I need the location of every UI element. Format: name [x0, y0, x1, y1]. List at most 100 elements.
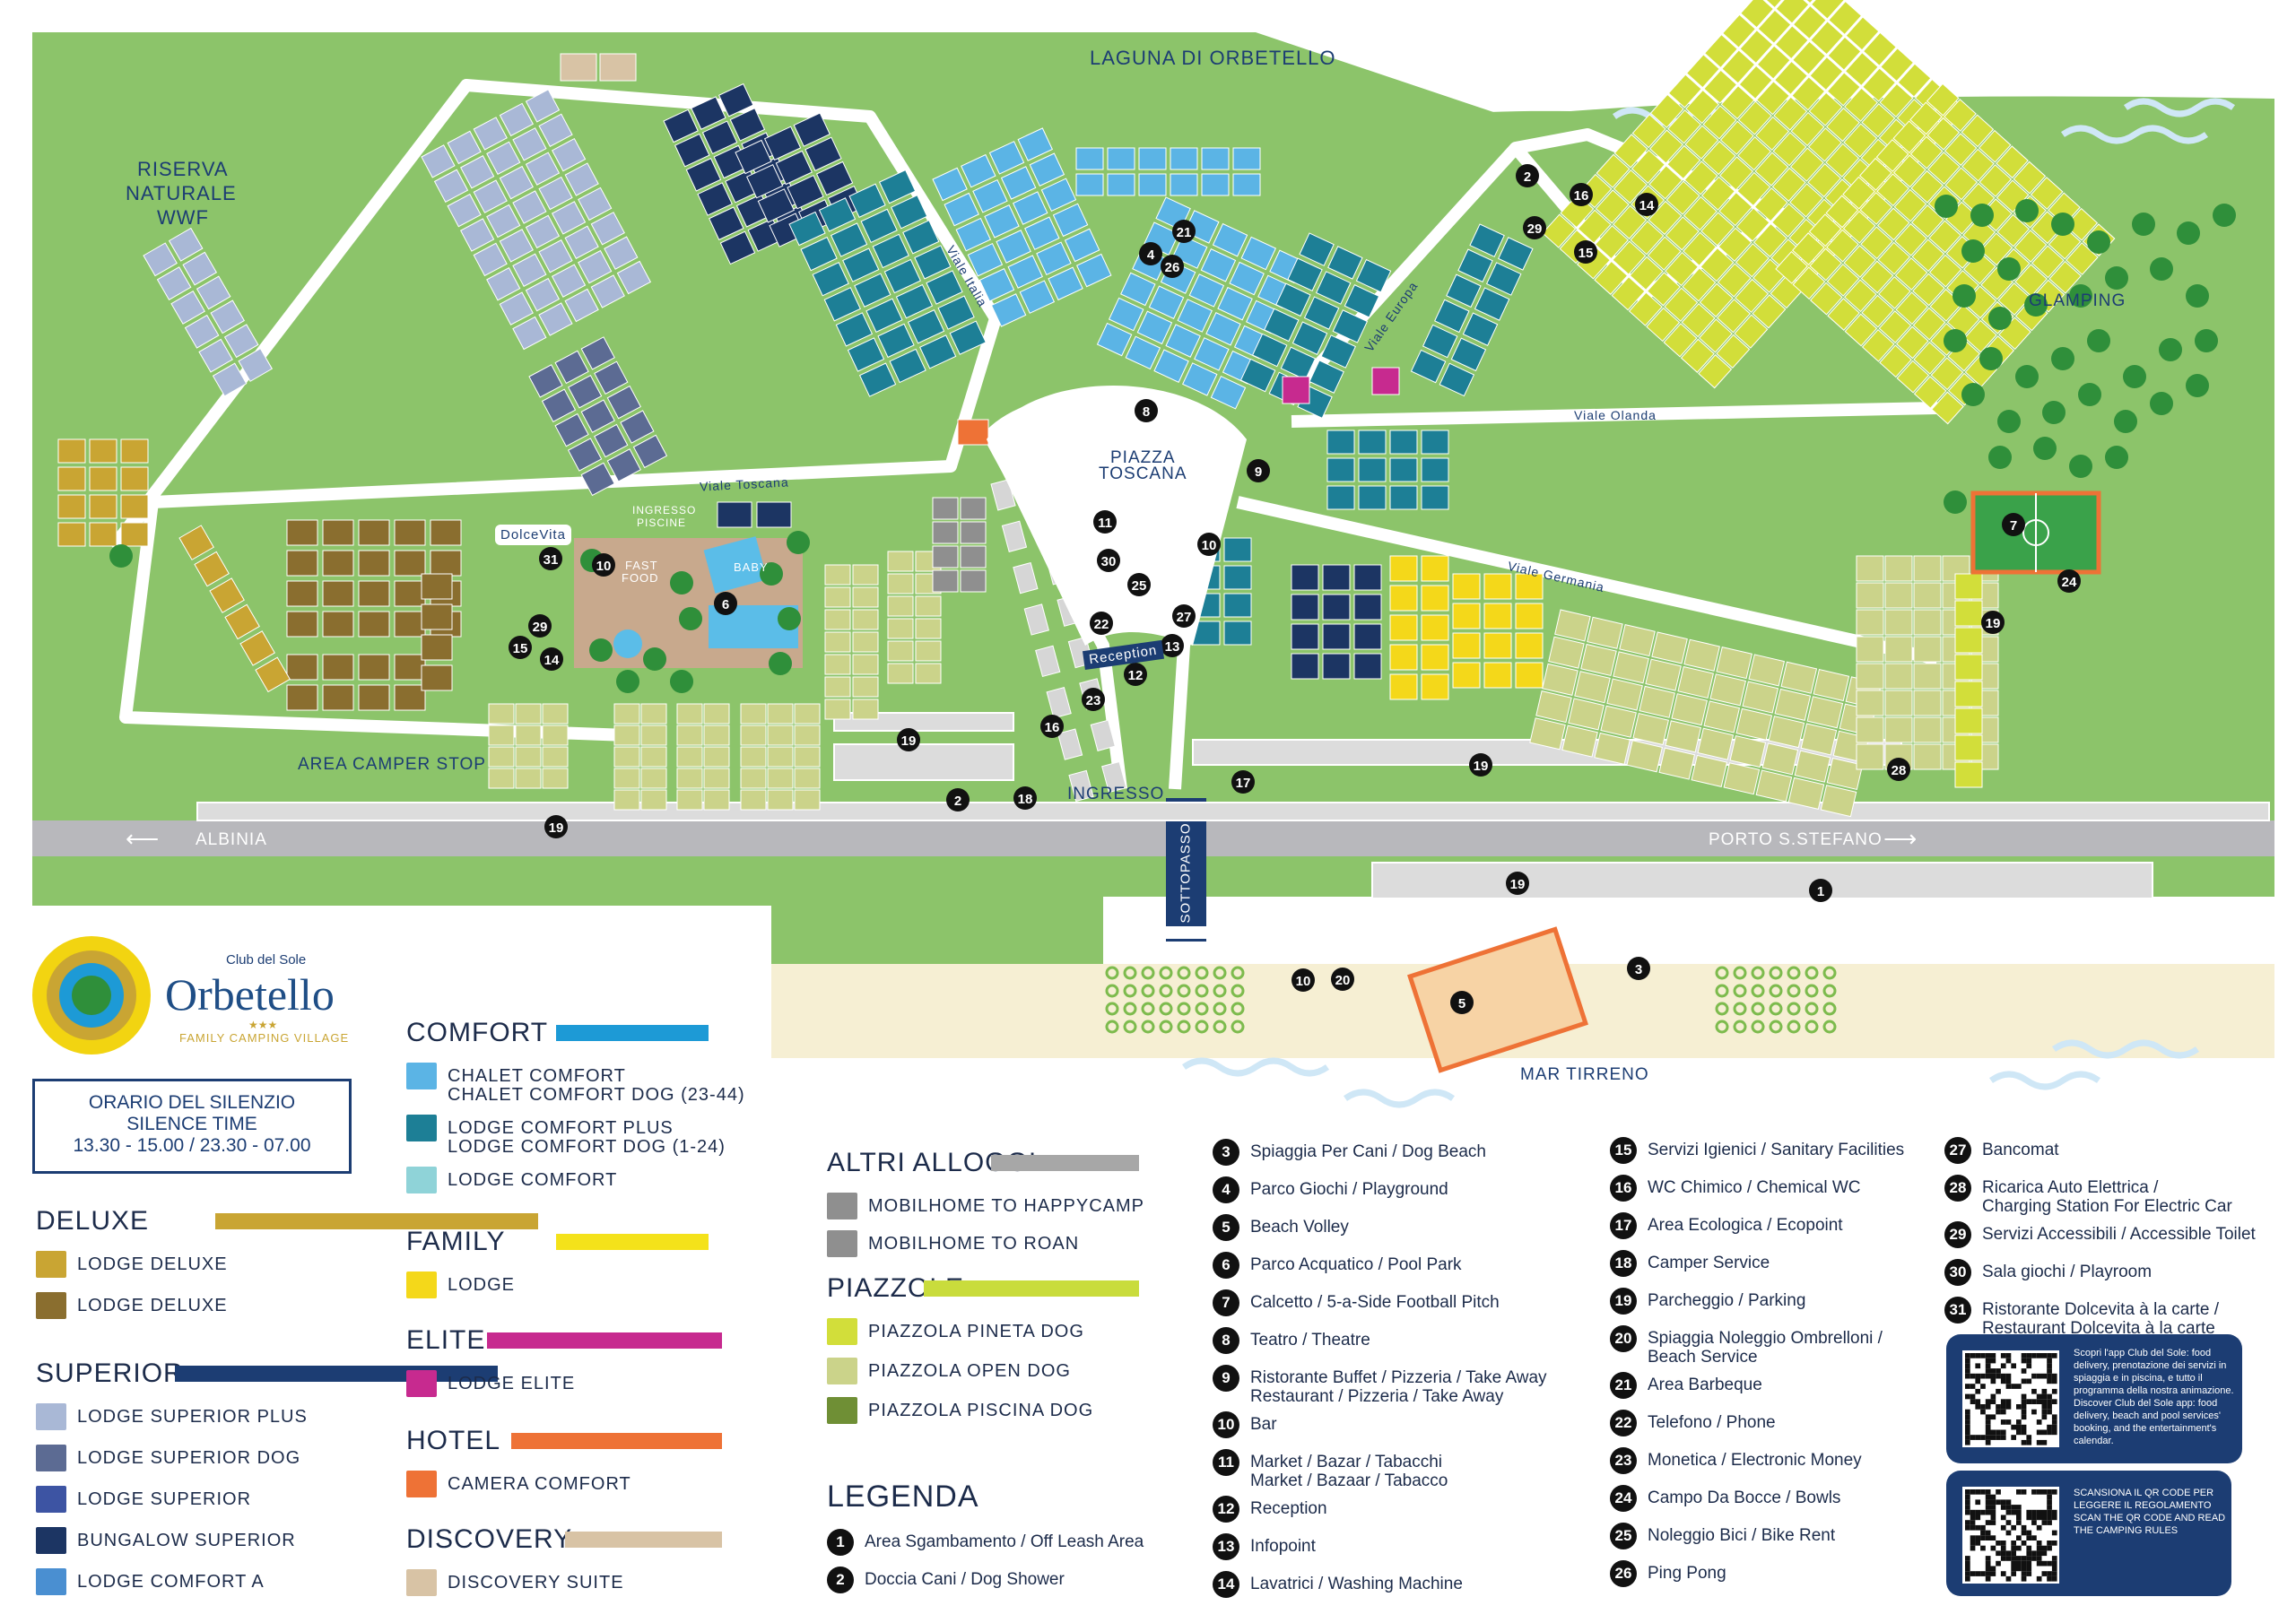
- unit-block: [685, 158, 722, 192]
- poi-marker-21[interactable]: 21: [1172, 220, 1196, 243]
- tree: [2069, 284, 2092, 308]
- poi-marker-11[interactable]: 11: [1093, 510, 1117, 534]
- poi-marker-8[interactable]: 8: [1135, 399, 1158, 422]
- category-bar-deluxe: [215, 1213, 538, 1229]
- unit-block: [473, 117, 508, 151]
- category-title-hotel: HOTEL: [406, 1426, 501, 1455]
- qr-code-rules[interactable]: [1962, 1487, 2059, 1584]
- poi-marker-26[interactable]: 26: [1161, 255, 1184, 278]
- unit-block: [1860, 260, 1894, 294]
- unit-block: [170, 291, 205, 325]
- svg-text:7: 7: [2010, 518, 2017, 534]
- qr-code-app[interactable]: [1962, 1350, 2059, 1447]
- ingresso-label: INGRESSO: [1067, 785, 1165, 803]
- unit-block: [1913, 690, 1942, 716]
- poi-marker-2[interactable]: 2: [946, 788, 970, 812]
- poi-marker-19[interactable]: 19: [544, 815, 568, 838]
- unit-block: [488, 725, 515, 746]
- poi-marker-22[interactable]: 22: [1090, 612, 1113, 635]
- unit-block: [1200, 248, 1237, 282]
- unit-block: [433, 169, 469, 204]
- unit-block: [676, 746, 703, 768]
- unit-block: [1719, 120, 1754, 155]
- poi-marker-10[interactable]: 10: [1292, 968, 1315, 992]
- poi-marker-13[interactable]: 13: [1161, 634, 1184, 657]
- laguna-label: LAGUNA DI ORBETELLO: [1090, 47, 1336, 69]
- unit-block: [1758, 0, 1793, 9]
- poi-marker-19[interactable]: 19: [1981, 611, 2005, 634]
- poi-marker-30[interactable]: 30: [1097, 549, 1120, 572]
- poi-marker-14[interactable]: 14: [1635, 193, 1658, 216]
- poi-marker-12[interactable]: 12: [1124, 663, 1147, 686]
- poi-marker-16[interactable]: 16: [1040, 715, 1064, 738]
- unit-block: [120, 438, 149, 464]
- poi-marker-3[interactable]: 3: [1627, 957, 1650, 980]
- beach-umbrella: [1231, 966, 1245, 980]
- poi-marker-2[interactable]: 2: [1516, 164, 1539, 187]
- poi-marker-19[interactable]: 19: [897, 728, 920, 751]
- unit-block: [1023, 603, 1049, 636]
- unit-block: [1068, 769, 1094, 803]
- unit-block: [1322, 594, 1351, 621]
- svg-text:15: 15: [513, 641, 528, 656]
- fast-food-label-2: FOOD: [622, 571, 659, 585]
- unit-block: [640, 725, 667, 746]
- unit-block: [852, 631, 879, 653]
- poi-marker-29[interactable]: 29: [1523, 216, 1546, 239]
- unit-block: [960, 521, 987, 544]
- unit-block: [394, 580, 426, 607]
- beach-umbrella: [1805, 984, 1819, 998]
- poi-marker-18[interactable]: 18: [1013, 786, 1037, 810]
- unit-block: [1626, 740, 1663, 773]
- poi-marker-9[interactable]: 9: [1247, 459, 1270, 482]
- poi-marker-1[interactable]: 1: [1809, 879, 1832, 902]
- unit-block: [1452, 632, 1481, 659]
- legend-number-5: 5: [1213, 1214, 1239, 1241]
- poi-marker-14[interactable]: 14: [540, 647, 563, 671]
- poi-marker-19[interactable]: 19: [1469, 753, 1492, 777]
- poi-marker-5[interactable]: 5: [1450, 991, 1474, 1014]
- poi-marker-25[interactable]: 25: [1127, 573, 1151, 596]
- unit-block: [915, 663, 942, 684]
- unit-block: [1568, 698, 1605, 731]
- unit-block: [815, 161, 854, 196]
- poi-marker-24[interactable]: 24: [2057, 569, 2081, 593]
- poi-marker-15[interactable]: 15: [1574, 240, 1597, 264]
- poi-marker-20[interactable]: 20: [1331, 968, 1354, 991]
- swatch-piazzole-1: [827, 1358, 857, 1384]
- beach-umbrella: [1195, 1002, 1209, 1016]
- unit-block: [2048, 226, 2082, 260]
- poi-marker-10[interactable]: 10: [1197, 533, 1221, 556]
- poi-marker-29[interactable]: 29: [528, 614, 552, 638]
- unit-block: [1842, 210, 1876, 244]
- poi-marker-16[interactable]: 16: [1570, 183, 1593, 206]
- poi-marker-4[interactable]: 4: [1139, 242, 1162, 265]
- svg-text:10: 10: [1296, 974, 1311, 989]
- poi-marker-31[interactable]: 31: [539, 547, 562, 570]
- beach-umbrella: [1123, 1020, 1137, 1034]
- beach-umbrella: [1105, 1002, 1119, 1016]
- unit-block: [1879, 344, 1912, 378]
- unit-block: [1153, 349, 1189, 383]
- beach-umbrella: [1141, 966, 1155, 980]
- unit-block: [756, 501, 792, 528]
- poi-marker-7[interactable]: 7: [2002, 513, 2025, 536]
- poi-marker-28[interactable]: 28: [1887, 758, 1910, 781]
- unit-block: [719, 230, 756, 265]
- swatch-label-altri-0: MOBILHOME TO HAPPYCAMP: [868, 1196, 1144, 1216]
- poi-marker-15[interactable]: 15: [509, 636, 532, 659]
- legend-text-16: WC Chimico / Chemical WC: [1648, 1178, 1861, 1197]
- poi-marker-10[interactable]: 10: [592, 553, 615, 577]
- poi-marker-23[interactable]: 23: [1082, 688, 1105, 711]
- unit-block: [1064, 228, 1100, 263]
- beach-umbrella: [1769, 984, 1783, 998]
- poi-marker-6[interactable]: 6: [714, 592, 737, 615]
- legend-number-13: 13: [1213, 1533, 1239, 1560]
- swatch-superior-4: [36, 1568, 66, 1595]
- swatch-altri-1: [827, 1230, 857, 1257]
- poi-marker-27[interactable]: 27: [1172, 604, 1196, 628]
- unit-block: [955, 217, 992, 252]
- poi-marker-17[interactable]: 17: [1231, 770, 1255, 794]
- unit-block: [1926, 117, 1961, 151]
- poi-marker-19[interactable]: 19: [1506, 872, 1529, 895]
